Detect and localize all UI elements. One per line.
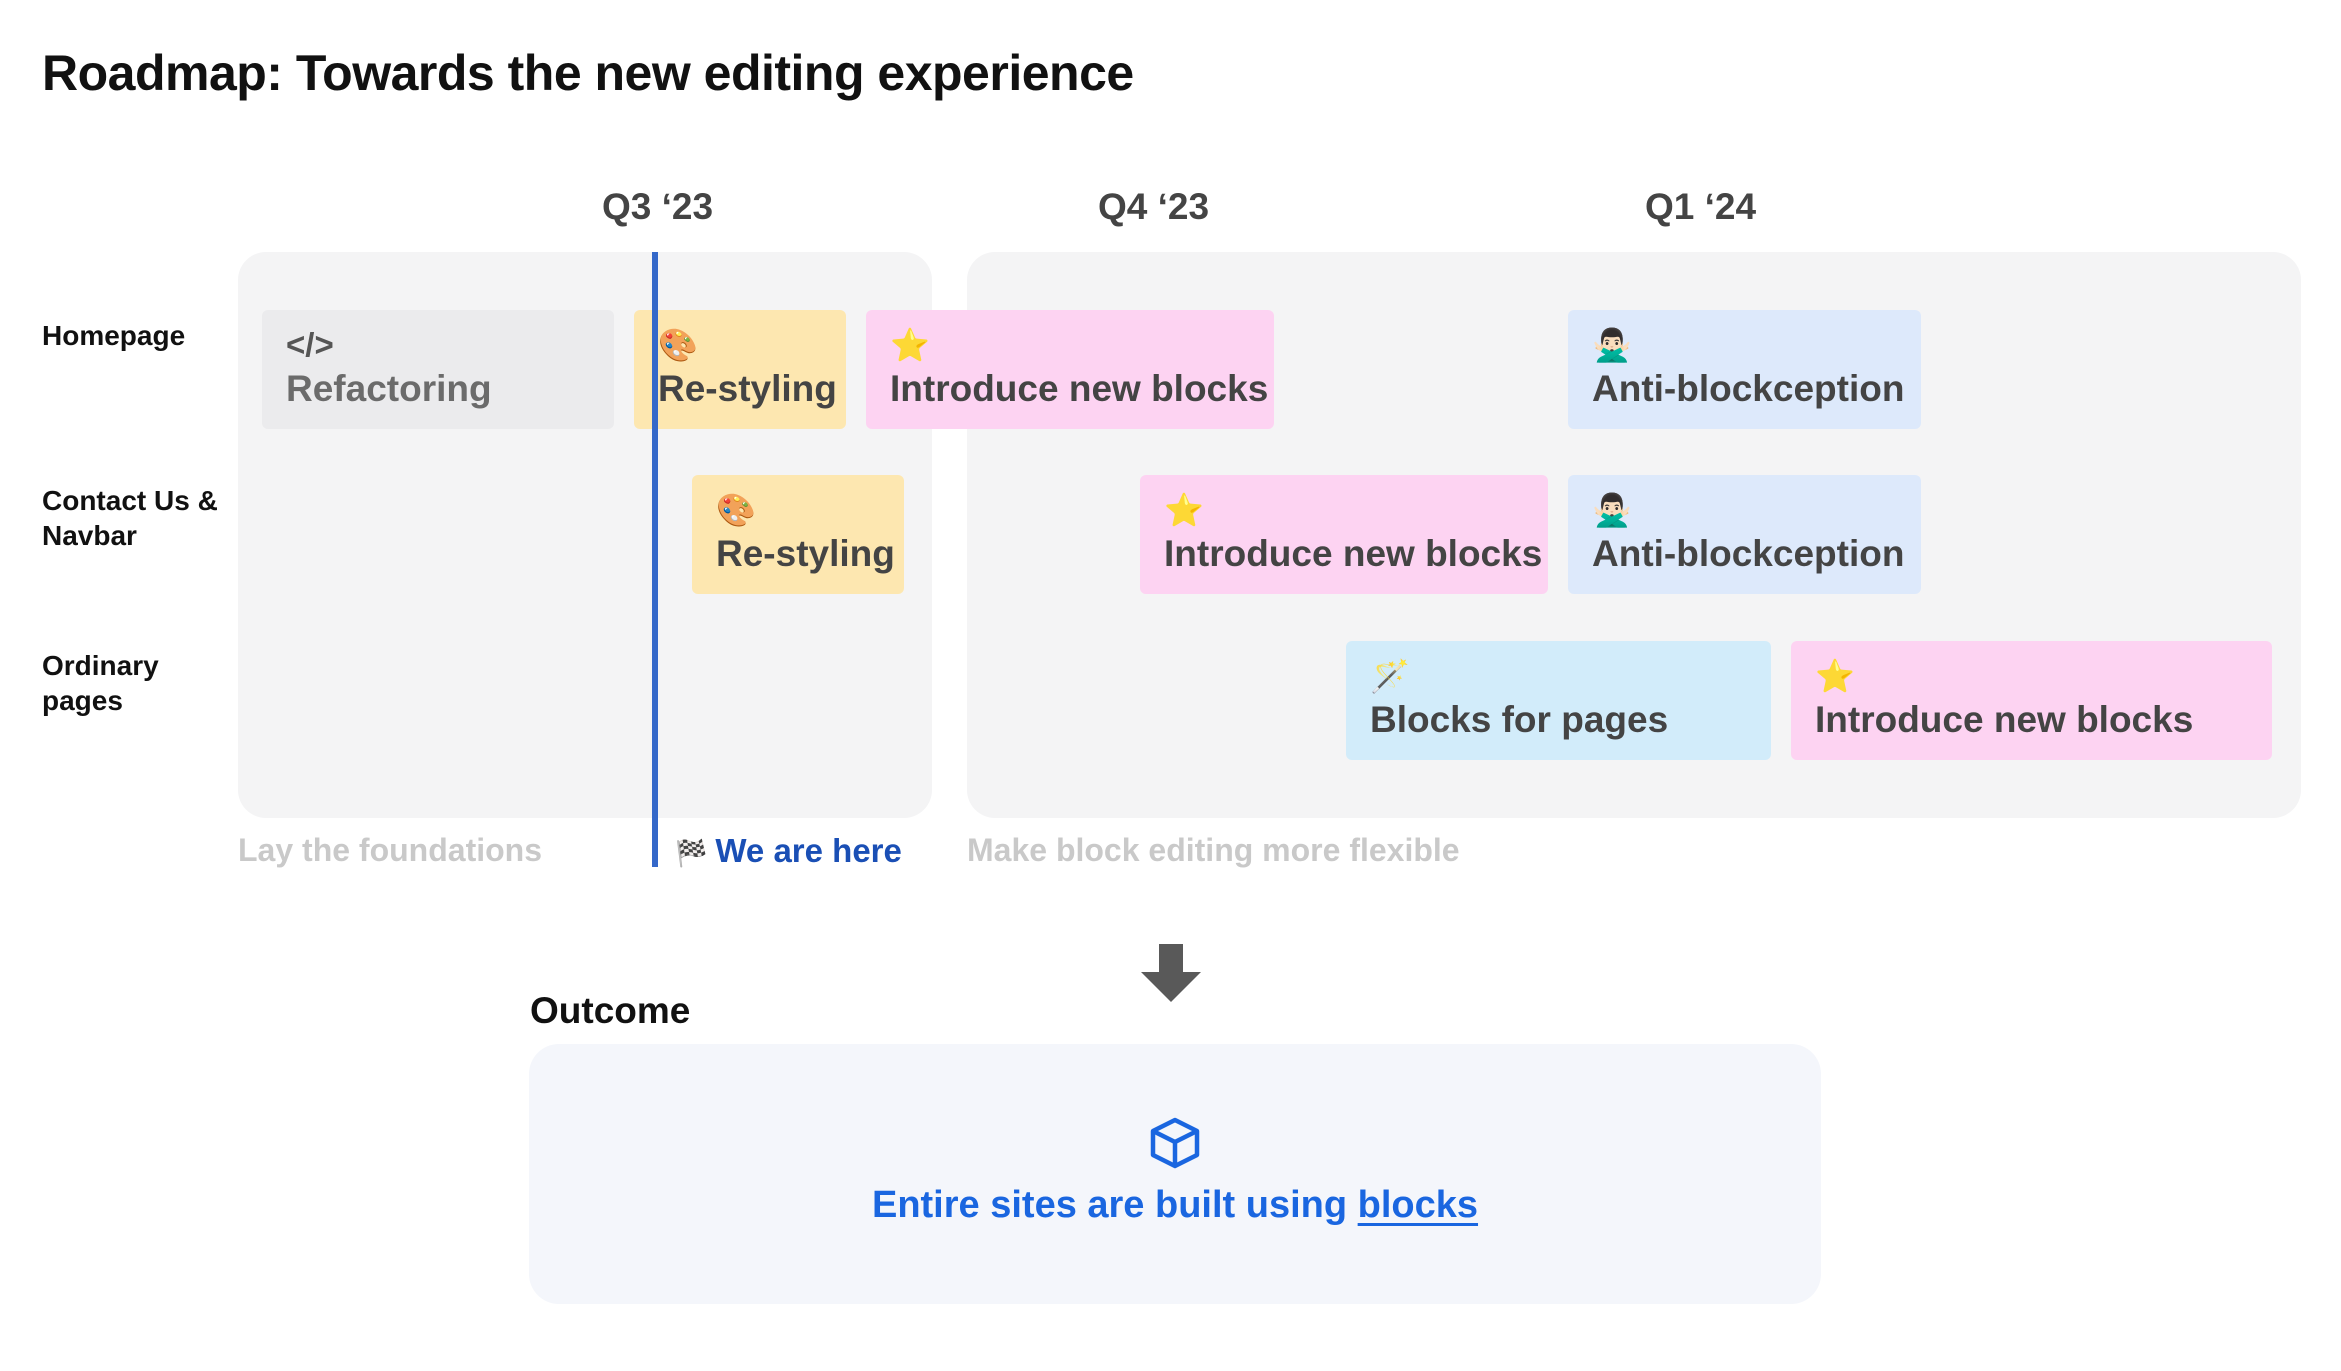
palette-icon: 🎨 bbox=[716, 492, 756, 528]
person-gesturing-no-icon: 🙅🏻‍♂️ bbox=[1592, 327, 1632, 363]
quarter-label-q3-23: Q3 ‘23 bbox=[602, 186, 714, 227]
outcome-statement: Entire sites are built using blocks bbox=[529, 1184, 1821, 1227]
quarter-label-q1-24: Q1 ‘24 bbox=[1645, 186, 1757, 227]
star-icon: ⭐ bbox=[1815, 658, 1855, 694]
card-label: Refactoring bbox=[286, 368, 492, 409]
card-contact-restyling[interactable]: 🎨 Re-styling bbox=[692, 475, 904, 594]
phase-caption-flexible-editing: Make block editing more flexible bbox=[967, 832, 1460, 868]
card-contact-introduce-new-blocks[interactable]: ⭐ Introduce new blocks bbox=[1140, 475, 1548, 594]
card-homepage-refactoring[interactable]: </> Refactoring bbox=[262, 310, 614, 429]
we-are-here-marker: 🏁We are here bbox=[675, 832, 902, 870]
checkered-flag-icon: 🏁 bbox=[675, 838, 708, 868]
card-pages-blocks-for-pages[interactable]: 🪄 Blocks for pages bbox=[1346, 641, 1771, 760]
row-label-contact-navbar: Contact Us & Navbar bbox=[42, 485, 218, 551]
card-label: Anti-blockception bbox=[1592, 368, 1905, 409]
magic-wand-icon: 🪄 bbox=[1370, 658, 1410, 694]
code-icon: </> bbox=[286, 326, 334, 363]
person-gesturing-no-icon: 🙅🏻‍♂️ bbox=[1592, 492, 1632, 528]
star-icon: ⭐ bbox=[1164, 492, 1204, 528]
card-homepage-introduce-new-blocks[interactable]: ⭐ Introduce new blocks bbox=[866, 310, 1274, 429]
row-label-ordinary-pages: Ordinary pages bbox=[42, 650, 159, 716]
row-label-homepage: Homepage bbox=[42, 320, 186, 351]
blocks-link[interactable]: blocks bbox=[1357, 1184, 1479, 1226]
card-label: Introduce new blocks bbox=[1815, 699, 2194, 740]
we-are-here-label: We are here bbox=[715, 832, 902, 869]
card-label: Re-styling bbox=[716, 533, 895, 574]
outcome-box bbox=[529, 1044, 1821, 1304]
card-label: Re-styling bbox=[658, 368, 837, 409]
star-icon: ⭐ bbox=[890, 327, 930, 363]
card-label: Blocks for pages bbox=[1370, 699, 1669, 740]
current-date-line bbox=[652, 252, 658, 867]
outcome-text-prefix: Entire sites are built using bbox=[871, 1184, 1358, 1226]
card-label: Anti-blockception bbox=[1592, 533, 1905, 574]
arrow-down-icon bbox=[1141, 940, 1201, 1009]
card-label: Introduce new blocks bbox=[890, 368, 1269, 409]
card-homepage-restyling[interactable]: 🎨 Re-styling bbox=[634, 310, 846, 429]
palette-icon: 🎨 bbox=[658, 327, 698, 363]
outcome-heading: Outcome bbox=[530, 990, 691, 1031]
page-title: Roadmap: Towards the new editing experie… bbox=[42, 45, 1134, 101]
card-pages-introduce-new-blocks[interactable]: ⭐ Introduce new blocks bbox=[1791, 641, 2272, 760]
quarter-label-q4-23: Q4 ‘23 bbox=[1098, 186, 1210, 227]
cube-icon bbox=[1148, 1116, 1202, 1175]
phase-caption-foundations: Lay the foundations bbox=[238, 832, 542, 868]
card-label: Introduce new blocks bbox=[1164, 533, 1543, 574]
card-homepage-anti-blockception[interactable]: 🙅🏻‍♂️ Anti-blockception bbox=[1568, 310, 1921, 429]
card-contact-anti-blockception[interactable]: 🙅🏻‍♂️ Anti-blockception bbox=[1568, 475, 1921, 594]
